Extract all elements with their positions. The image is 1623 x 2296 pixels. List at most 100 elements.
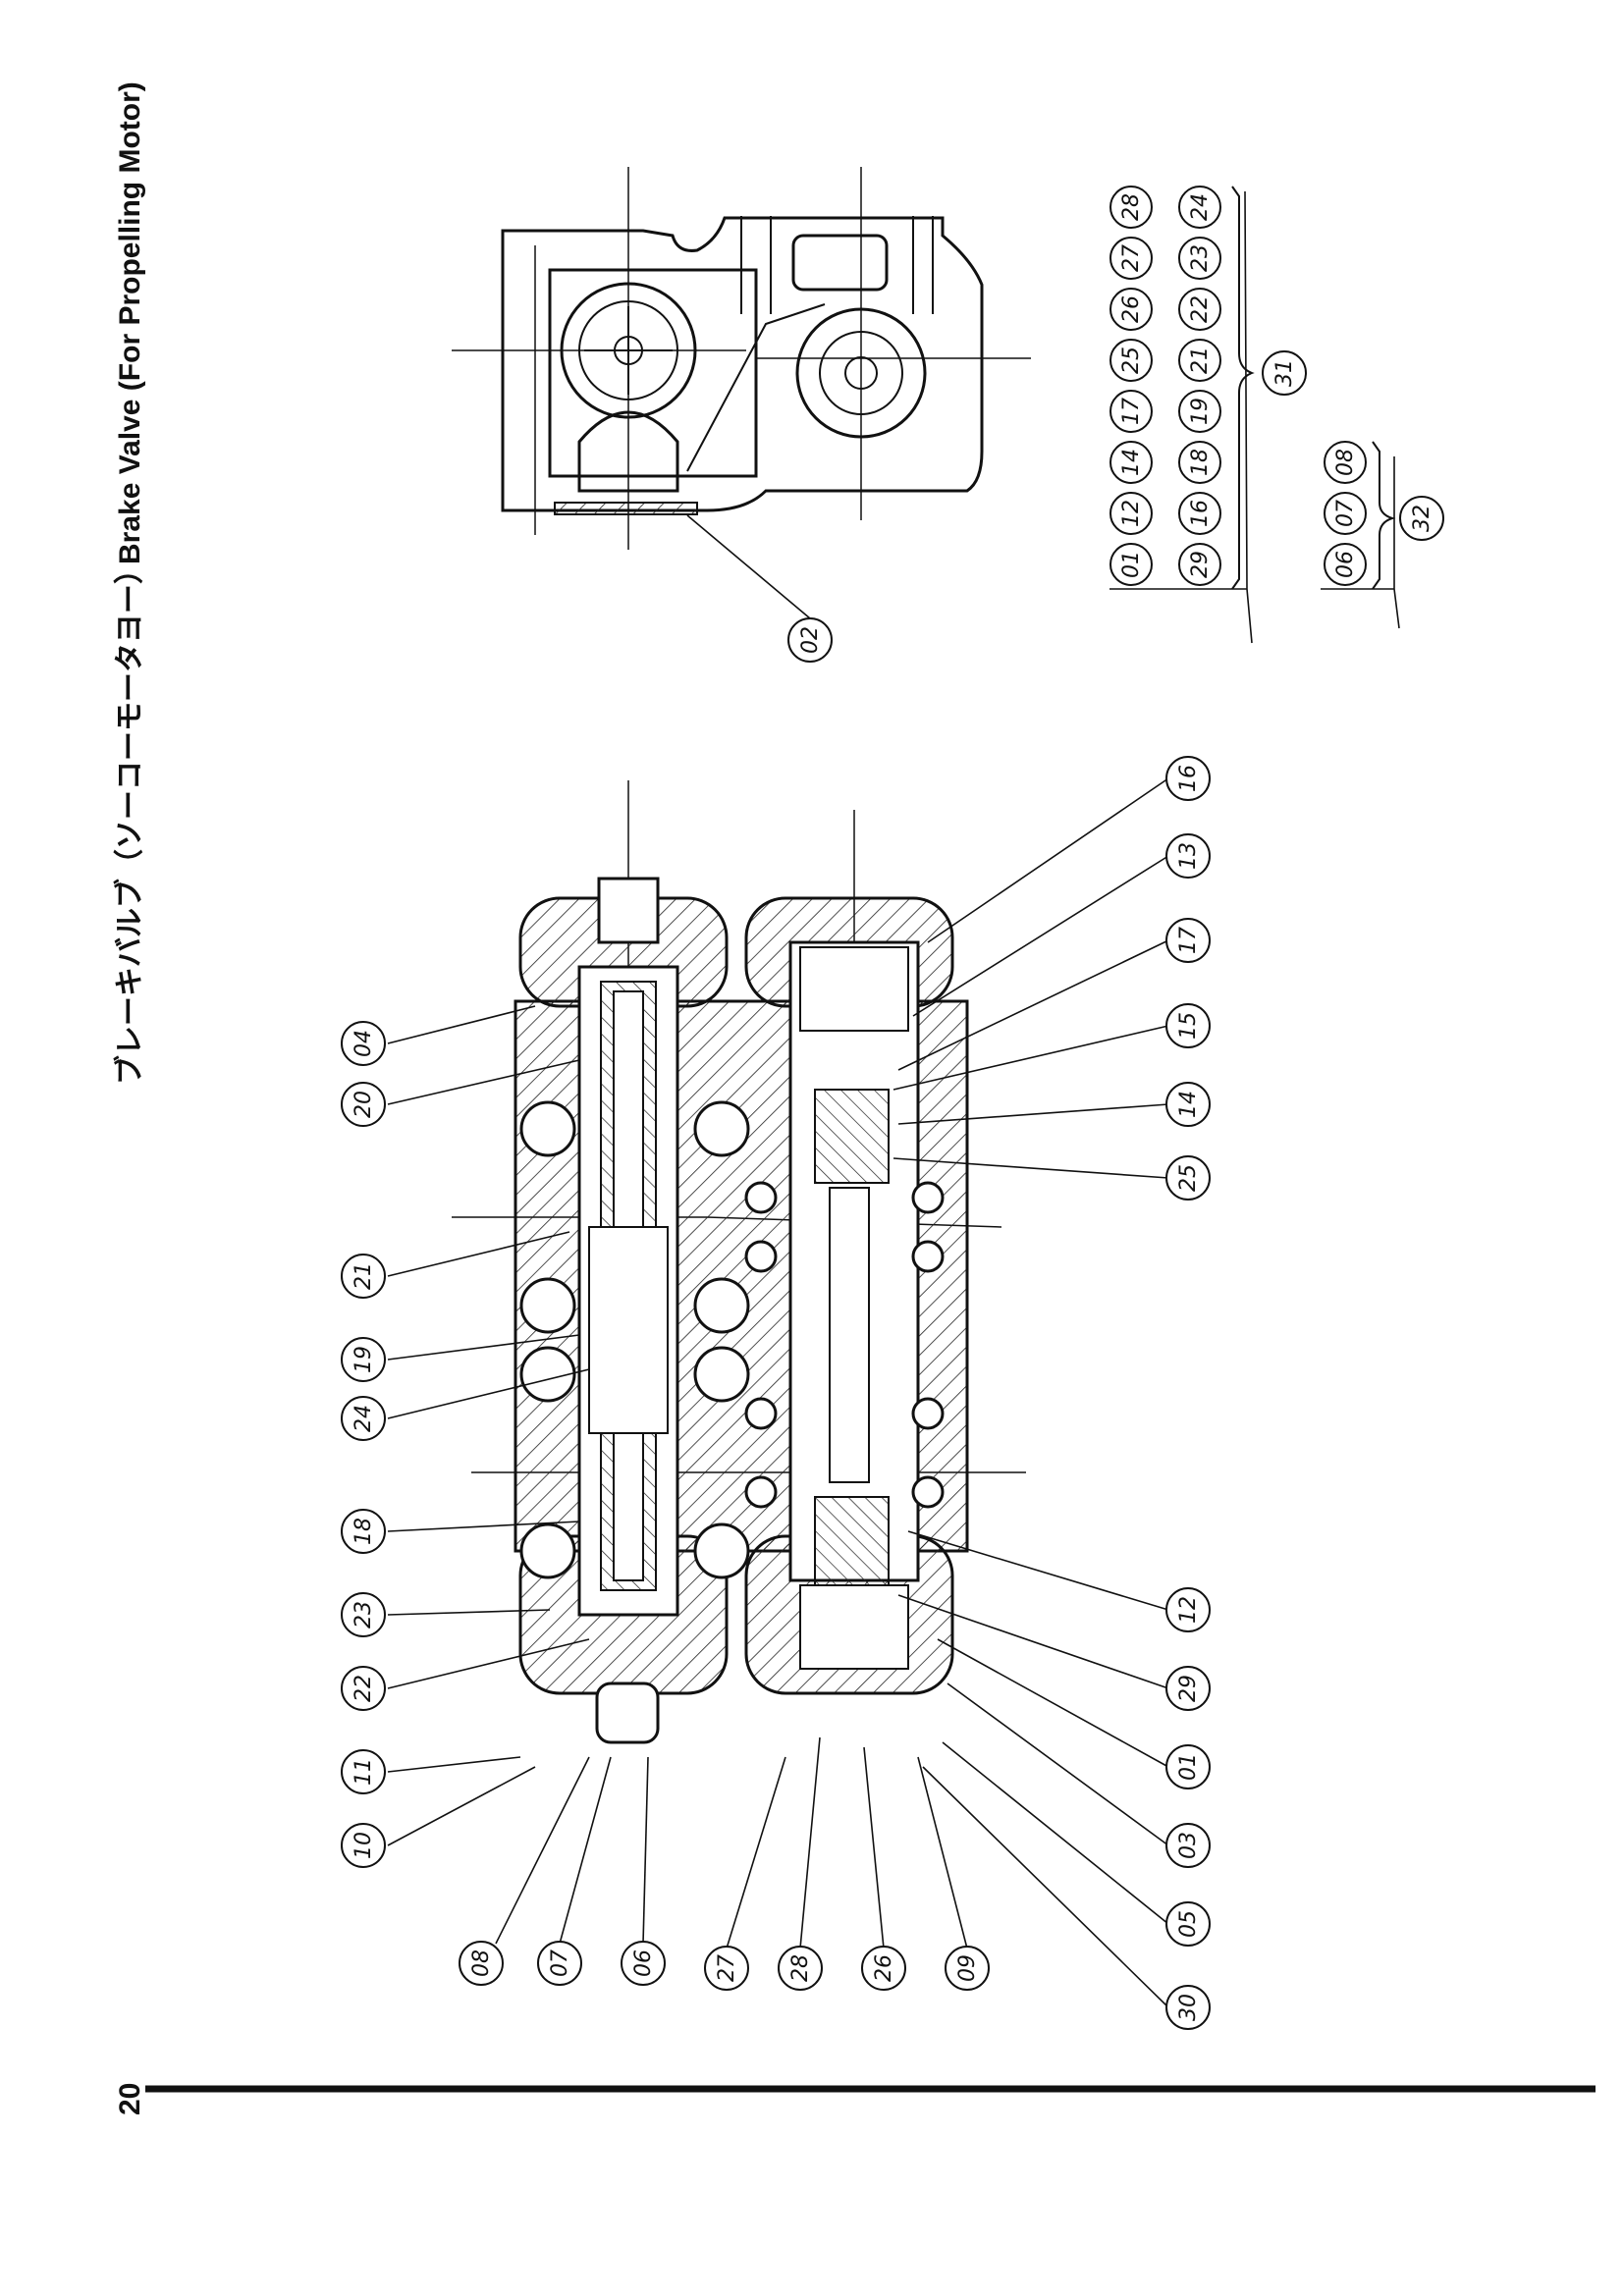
callout: 08: [459, 1941, 504, 1986]
callout: 03: [1165, 1823, 1211, 1868]
callout-label: 05: [1176, 1910, 1201, 1938]
callout: 07: [537, 1941, 582, 1986]
callout-label: 08: [1333, 449, 1358, 476]
callout-label: 30: [1176, 1994, 1201, 2021]
callout: 27: [1109, 237, 1153, 280]
callout-label: 06: [631, 1949, 656, 1977]
callout: 09: [945, 1946, 990, 1991]
callout-label: 04: [352, 1030, 376, 1057]
callout: 23: [1178, 237, 1221, 280]
callout: 07: [1324, 492, 1367, 535]
callout: 31: [1262, 350, 1307, 396]
callout: 04: [341, 1021, 386, 1066]
callout-label: 29: [1188, 551, 1213, 578]
callout: 27: [704, 1946, 749, 1991]
callout-label: 27: [715, 1954, 739, 1982]
callout-label: 17: [1176, 927, 1201, 954]
callout-label: 01: [1119, 551, 1144, 578]
callout-label: 19: [1188, 398, 1213, 425]
callout: 32: [1399, 496, 1444, 541]
callout-label: 23: [1188, 244, 1213, 272]
assembly-31-brace: [1231, 186, 1255, 590]
callout-label: 21: [352, 1262, 376, 1290]
callout-label: 25: [1176, 1164, 1201, 1192]
callout-top-view: 02: [787, 617, 833, 663]
callout-label: 16: [1176, 765, 1201, 792]
callout-label: 08: [469, 1949, 494, 1977]
callout-label: 07: [1333, 500, 1358, 527]
callout: 20: [341, 1082, 386, 1127]
callout: 14: [1165, 1082, 1211, 1127]
callout: 12: [1109, 492, 1153, 535]
callout: 01: [1165, 1744, 1211, 1789]
callout-label: 01: [1176, 1753, 1201, 1781]
callouts-left: 04 20 21 19 24 18 23 22 11 10: [341, 1021, 386, 1868]
assembly-31-label: 31: [1272, 359, 1297, 387]
assembly-row-1: 01 12 14 17 25 26 27 28: [1109, 186, 1153, 586]
callout: 06: [621, 1941, 666, 1986]
callout: 01: [1109, 543, 1153, 586]
callout: 18: [1178, 441, 1221, 484]
callout: 26: [1109, 288, 1153, 331]
callout: 17: [1165, 918, 1211, 963]
callout-label: 15: [1176, 1012, 1201, 1040]
callout: 25: [1165, 1155, 1211, 1201]
callout-label: 27: [1119, 244, 1144, 272]
callout-label: 29: [1176, 1675, 1201, 1702]
callout: 23: [341, 1592, 386, 1637]
callout-label: 21: [1188, 347, 1213, 374]
callout: 24: [341, 1396, 386, 1441]
callout: 19: [1178, 390, 1221, 433]
assembly-31: 01 12 14 17 25 26 27 28 29 16 18 19 21 2…: [1109, 186, 1307, 590]
callout-label: 03: [1176, 1832, 1201, 1859]
callout-label: 13: [1176, 842, 1201, 870]
callout: 11: [341, 1749, 386, 1794]
callout: 22: [341, 1666, 386, 1711]
callout-label: 17: [1119, 398, 1144, 425]
callout-label: 22: [1188, 295, 1213, 323]
callout-label: 22: [352, 1675, 376, 1702]
callout-label: 25: [1119, 347, 1144, 374]
callout: 05: [1165, 1901, 1211, 1947]
callout-label: 07: [548, 1949, 572, 1977]
callout: 15: [1165, 1003, 1211, 1048]
assembly-32-brace: [1372, 441, 1396, 590]
assembly-row-2: 29 16 18 19 21 22 23 24: [1178, 186, 1221, 586]
title-english: Brake Valve (For Propelling Motor): [114, 81, 146, 564]
callout: 17: [1109, 390, 1153, 433]
callout: 22: [1178, 288, 1221, 331]
callout-label: 24: [352, 1405, 376, 1432]
callout: 21: [1178, 339, 1221, 382]
callout-label: 16: [1188, 500, 1213, 527]
callout-label: 23: [352, 1601, 376, 1629]
callout-label: 12: [1176, 1596, 1201, 1624]
callout-label: 26: [872, 1954, 896, 1982]
callout-label: 14: [1176, 1091, 1201, 1118]
callout: 10: [341, 1823, 386, 1868]
callout-label: 18: [352, 1518, 376, 1545]
callout-label: 24: [1188, 193, 1213, 221]
callout-label: 06: [1333, 551, 1358, 578]
callout-label: 18: [1188, 449, 1213, 476]
callout: 29: [1178, 543, 1221, 586]
callout-label: 02: [798, 626, 823, 654]
callout-label: 11: [352, 1758, 376, 1786]
top-view: [452, 167, 1031, 550]
callout-label: 28: [788, 1954, 813, 1982]
callout: 25: [1109, 339, 1153, 382]
callout-label: 20: [352, 1091, 376, 1118]
callout-label: 19: [352, 1346, 376, 1373]
callout: 16: [1178, 492, 1221, 535]
callout: 29: [1165, 1666, 1211, 1711]
callout: 26: [861, 1946, 906, 1991]
callout-label: 12: [1119, 500, 1144, 527]
page-number: 20: [114, 2083, 146, 2115]
callout: 06: [1324, 543, 1367, 586]
callout: 30: [1165, 1985, 1211, 2030]
callout: 18: [341, 1509, 386, 1554]
callout: 21: [341, 1254, 386, 1299]
callouts-bottom: 08 07 06 27 28 26 09: [459, 1941, 990, 1991]
leader-lines: [387, 190, 1400, 2008]
callout: 08: [1324, 441, 1367, 484]
